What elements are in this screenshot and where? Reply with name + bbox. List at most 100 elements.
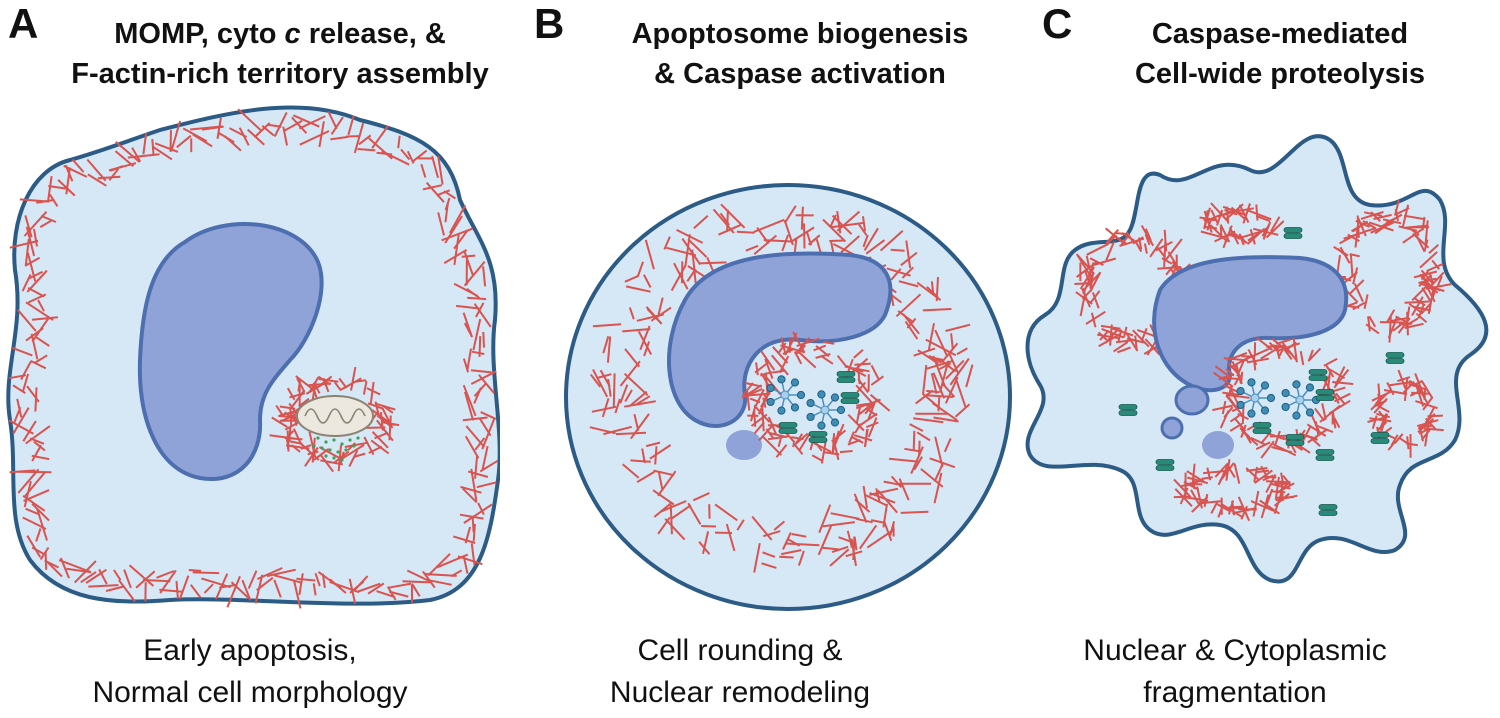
actin-filament [796,349,817,369]
actin-filament [606,336,612,363]
actin-filament [625,285,651,293]
actin-filament [904,320,919,340]
actin-filament [1226,352,1248,362]
actin-filament [1222,373,1235,379]
actin-filament [852,367,870,373]
actin-filament [822,546,840,551]
actin-filament [1144,233,1151,246]
actin-filament [869,393,891,412]
actin-filament [777,342,787,354]
actin-filament [1186,470,1206,483]
nuclear-fragment [1174,384,1210,416]
actin-filament [1076,254,1095,275]
actin-filament [118,579,136,603]
actin-filament [898,280,919,288]
actin-filament [922,393,942,410]
actin-filament [867,403,876,419]
actin-filament [291,116,308,134]
actin-filament [1190,489,1201,506]
panel-a-caption-line-2: Normal cell morphology [92,676,408,709]
actin-filament [670,504,692,520]
actin-filament [1392,319,1407,332]
actin-filament [1238,207,1254,212]
actin-filament [763,530,781,538]
actin-filament [113,569,122,581]
actin-filament [1436,275,1443,288]
actin-filament [615,431,647,436]
actin-filament [44,551,48,570]
caspase-dimer [1285,434,1305,446]
actin-filament [463,250,474,276]
actin-filament [1333,368,1350,389]
actin-filament [839,450,853,454]
actin-filament [261,125,275,137]
apoptosome-bead [817,390,826,399]
actin-filament [1352,301,1366,311]
actin-filament [238,127,250,146]
actin-filament [425,182,445,203]
actin-filament [623,372,649,397]
caspase-dimer [1283,227,1303,239]
actin-filament [1379,213,1403,228]
actin-filament [773,520,786,531]
actin-filament [1163,241,1167,268]
actin-filament [725,523,736,552]
actin-filament [934,329,949,358]
caspase-subunit [1315,389,1335,395]
actin-filament [1362,220,1376,229]
actin-filament [1431,259,1440,270]
actin-filament [1308,347,1322,361]
actin-filament [20,360,32,381]
actin-filament [275,404,284,416]
actin-filament [753,543,761,573]
panel-c-caption: Nuclear & Cytoplasmic fragmentation [985,630,1485,714]
actin-filament [1370,392,1388,411]
actin-filament [1227,232,1241,240]
actin-filament [785,542,820,547]
actin-filament [1374,395,1383,407]
actin-filament [1076,261,1098,278]
actin-filament [673,262,689,290]
actin-filament [822,521,855,528]
actin-filament [692,492,710,502]
actin-filament [645,441,661,448]
actin-filament [470,370,497,385]
actin-filament [48,193,59,207]
actin-filament [311,437,316,463]
actin-filament [201,577,231,589]
actin-filament [1239,427,1251,438]
actin-filament [348,449,359,467]
actin-filament [1421,283,1445,292]
caspase-dimer [836,371,856,383]
apoptosome-bead [1305,408,1315,417]
actin-filament [59,557,70,579]
actin-filament [1206,467,1212,481]
actin-filament [913,417,944,424]
actin-filament [387,582,412,589]
actin-filament [637,331,653,355]
actin-filament [1217,504,1224,518]
actin-filament [482,266,487,287]
actin-filament [830,222,864,229]
actin-filament [299,442,320,461]
caspase-subunit [1370,432,1390,438]
actin-filament [397,135,401,149]
actin-filament [630,459,651,463]
actin-filament [1357,217,1367,237]
actin-filament [1404,300,1430,304]
actin-filament [797,550,805,566]
actin-filament [23,489,50,502]
actin-filament [1240,230,1261,239]
actin-filament [1132,329,1150,348]
actin-filament [862,485,868,509]
actin-filament [282,119,303,133]
actin-filament [1403,377,1409,402]
panel-a: A MOMP, cyto c release, & F-actin-rich t… [0,0,500,718]
actin-filament [25,507,39,515]
actin-filament [254,574,264,604]
actin-filament [1227,396,1244,417]
actin-filament [1201,476,1213,480]
actin-filament [1239,235,1245,246]
actin-filament [1227,384,1233,397]
actin-filament [935,277,939,302]
